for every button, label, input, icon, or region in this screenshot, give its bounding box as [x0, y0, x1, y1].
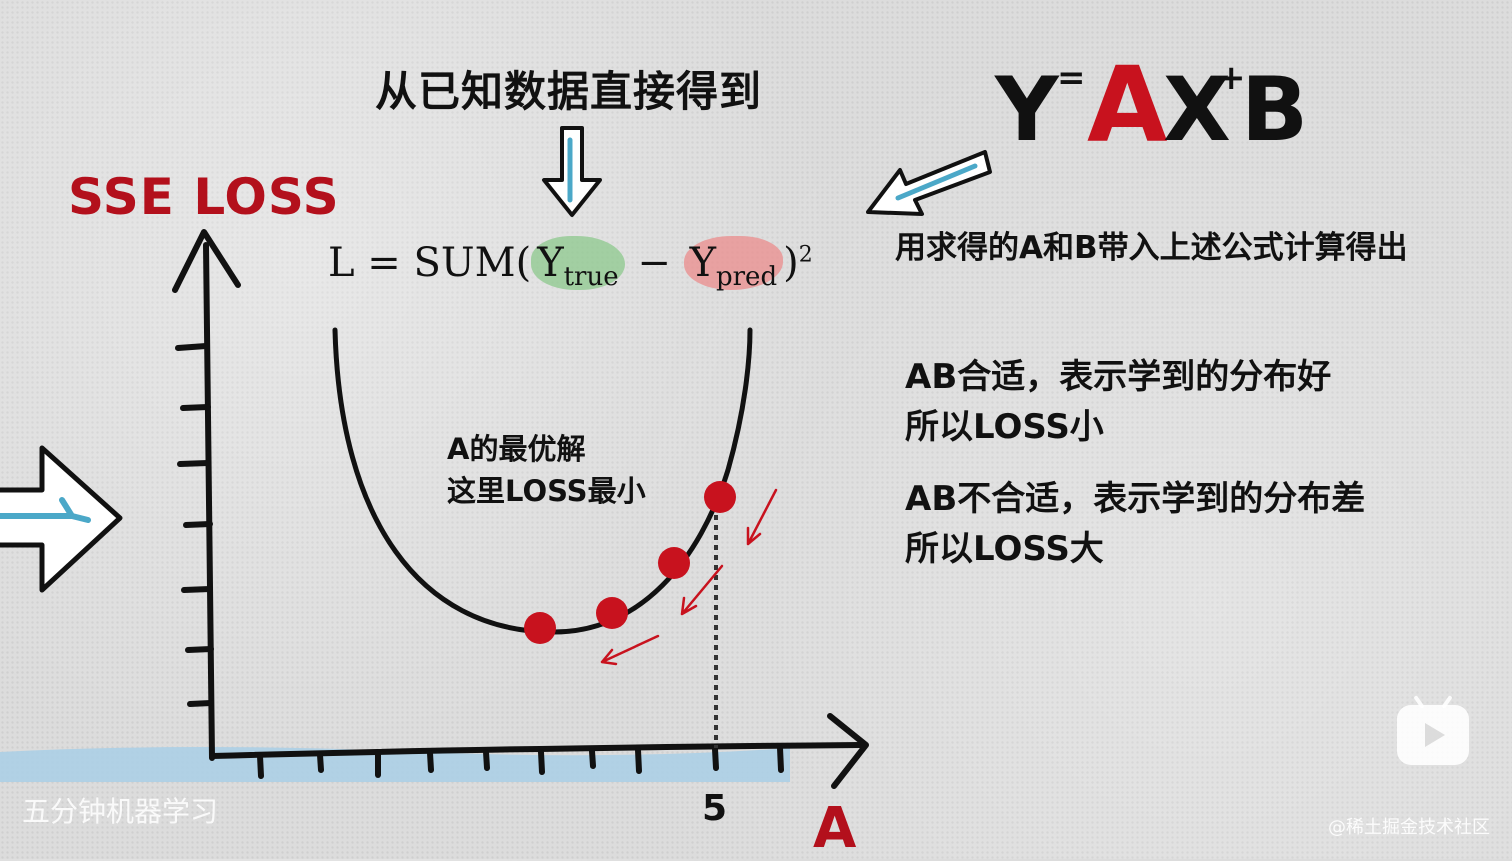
bad-fit-line2: 所以LOSS大 — [905, 529, 1104, 569]
formula-minus: − — [637, 240, 671, 286]
minimum-note-line1: A的最优解 — [447, 432, 586, 466]
equation-plus: + — [1217, 58, 1246, 98]
y-true-term: Ytrue — [531, 236, 625, 292]
loss-formula: L = SUM(Ytrue − Ypred)2 — [328, 236, 813, 292]
x-axis-arrowhead — [827, 713, 869, 789]
site-watermark: @稀土掘金技术社区 — [1328, 817, 1490, 838]
y-pred-subscript: pred — [715, 262, 778, 292]
play-icon[interactable] — [1397, 695, 1469, 765]
y-axis — [203, 242, 215, 761]
x-axis-ticks — [257, 745, 784, 779]
y-true-symbol: Y — [537, 240, 564, 286]
x-axis — [209, 742, 863, 759]
y-true-subscript: true — [563, 262, 619, 292]
formula-power: 2 — [798, 242, 813, 268]
good-fit-note: AB合适，表示学到的分布好 所以LOSS小 — [905, 352, 1331, 452]
y-pred-term: Ypred — [683, 236, 784, 292]
equation-x: X — [1163, 58, 1231, 161]
descent-point — [658, 547, 690, 579]
down-arrow-icon — [542, 126, 602, 217]
minimum-note: A的最优解 这里LOSS最小 — [447, 428, 646, 512]
good-fit-line1: AB合适，表示学到的分布好 — [905, 357, 1332, 397]
descent-point — [524, 612, 556, 644]
equation-b: B — [1241, 58, 1309, 161]
equation-equals: = — [1057, 58, 1086, 98]
top-caption: 从已知数据直接得到 — [375, 67, 763, 116]
play-triangle — [1425, 723, 1445, 747]
descent-point — [704, 481, 736, 513]
formula-lhs: L — [328, 240, 355, 286]
y-pred-symbol: Y — [689, 240, 716, 286]
equation-a: A — [1087, 44, 1168, 166]
formula-caption: 用求得的A和B带入上述公式计算得出 — [895, 230, 1408, 266]
right-arrow-icon — [0, 445, 123, 593]
formula-equals: = — [367, 240, 401, 286]
formula-close: ) — [783, 240, 799, 286]
descent-arrows — [600, 488, 778, 666]
y-axis-ticks — [175, 343, 214, 707]
descent-point — [596, 597, 628, 629]
channel-watermark: 五分钟机器学习 — [22, 795, 219, 828]
y-axis-label: SSE LOSS — [68, 168, 340, 226]
good-fit-line2: 所以LOSS小 — [905, 407, 1104, 447]
y-axis-arrowhead — [172, 229, 241, 293]
formula-sum: SUM( — [413, 240, 532, 286]
bad-fit-line1: AB不合适，表示学到的分布差 — [905, 479, 1366, 519]
bad-fit-note: AB不合适，表示学到的分布差 所以LOSS大 — [905, 474, 1365, 574]
diagonal-arrow-icon — [866, 150, 992, 216]
minimum-note-line2: 这里LOSS最小 — [447, 474, 646, 508]
equation-y: Y — [995, 58, 1059, 161]
x-axis-label: A — [813, 796, 857, 861]
x-tick-label: 5 — [702, 788, 728, 829]
